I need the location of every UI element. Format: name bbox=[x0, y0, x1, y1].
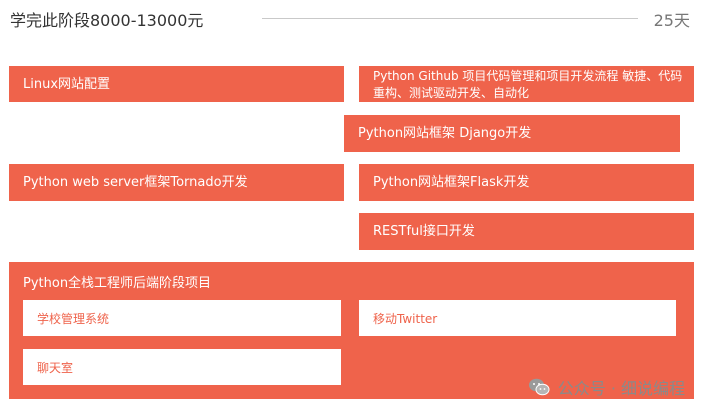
topic-github[interactable]: Python Github 项目代码管理和项目开发流程 敏捷、代码重构、测试驱动… bbox=[359, 66, 694, 102]
topic-linux[interactable]: Linux网站配置 bbox=[9, 66, 344, 102]
topic-flask[interactable]: Python网站框架Flask开发 bbox=[359, 164, 694, 201]
project-panel: Python全栈工程师后端阶段项目 学校管理系统 移动Twitter 聊天室 bbox=[9, 262, 694, 399]
stage-title: 学完此阶段8000-13000元 bbox=[10, 11, 204, 30]
watermark: 公众号 · 细说编程 bbox=[528, 375, 685, 399]
topic-tornado[interactable]: Python web server框架Tornado开发 bbox=[9, 164, 344, 201]
project-item-mobile-twitter[interactable]: 移动Twitter bbox=[359, 300, 676, 336]
project-item-school-management[interactable]: 学校管理系统 bbox=[23, 300, 341, 336]
stage-duration: 25天 bbox=[653, 11, 690, 30]
wechat-icon bbox=[528, 378, 550, 396]
project-item-chatroom[interactable]: 聊天室 bbox=[23, 349, 341, 385]
watermark-text: 公众号 · 细说编程 bbox=[557, 379, 685, 398]
header-divider bbox=[262, 18, 638, 19]
topic-django[interactable]: Python网站框架 Django开发 bbox=[344, 115, 680, 152]
topic-restful[interactable]: RESTful接口开发 bbox=[359, 213, 694, 250]
project-title: Python全栈工程师后端阶段项目 bbox=[23, 276, 212, 291]
